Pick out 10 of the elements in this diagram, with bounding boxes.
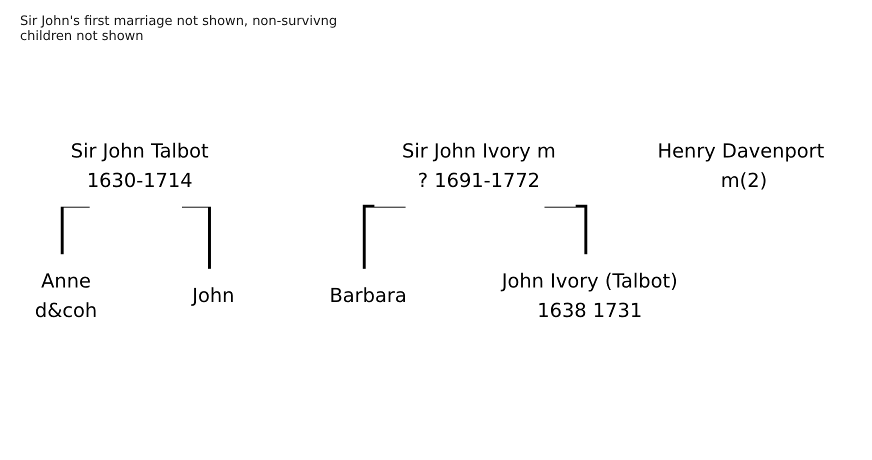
connector (544, 204, 588, 254)
node-text: Henry Davenport m(2) (658, 138, 824, 192)
node-text: Barbara (329, 283, 407, 307)
connector (362, 204, 406, 269)
node-text: John Ivory (Talbot) 1638 1731 (502, 268, 678, 322)
note-text: Sir John's first marriage not shown, non-survivng children not shown (20, 14, 338, 44)
connector (182, 204, 211, 269)
node-text: John (192, 283, 234, 307)
node-text: Anne d&coh (34, 268, 98, 322)
connector (60, 204, 90, 254)
